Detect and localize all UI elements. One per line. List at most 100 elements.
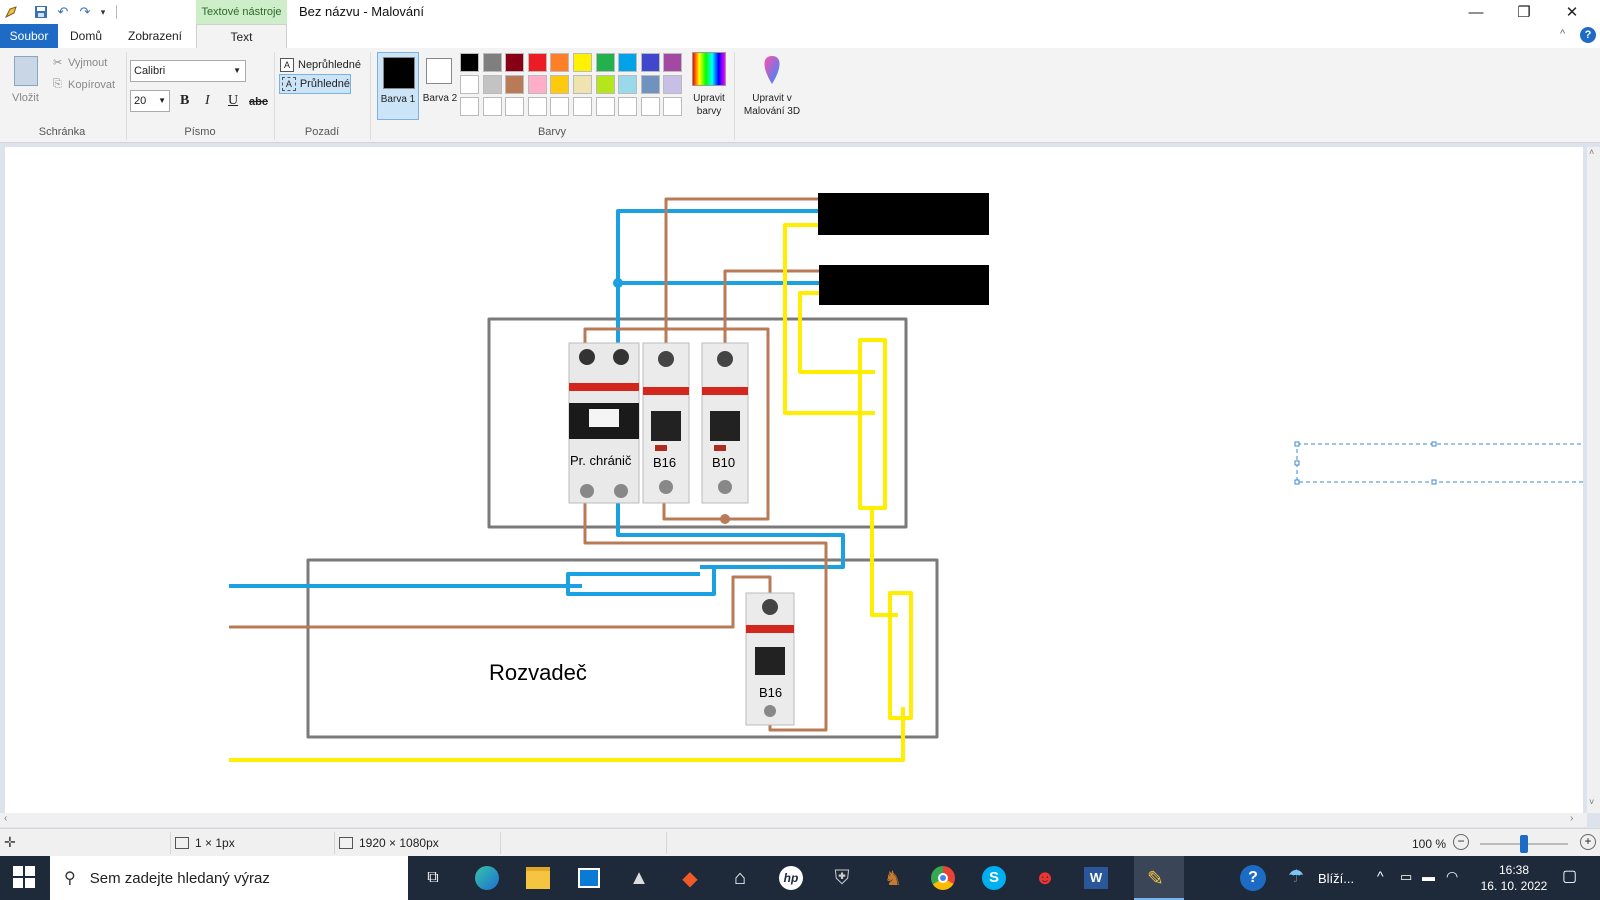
palette-swatch[interactable] xyxy=(640,75,660,94)
horizontal-scrollbar[interactable]: ‹ › xyxy=(0,813,1587,827)
start-button[interactable] xyxy=(13,866,37,890)
strikethrough-button[interactable]: abc xyxy=(249,96,268,108)
palette-swatch[interactable] xyxy=(505,53,525,72)
window-title: Bez názvu - Malování xyxy=(299,4,425,19)
palette-swatch[interactable] xyxy=(505,75,525,94)
cut-button[interactable]: Vyjmout xyxy=(68,57,108,69)
paint3d-button[interactable]: Upravit v Malování 3D xyxy=(743,93,801,117)
palette-swatch[interactable] xyxy=(573,97,592,116)
palette-swatch[interactable] xyxy=(482,75,502,94)
tray-chevron-icon[interactable]: ^ xyxy=(1377,868,1384,884)
opaque-button[interactable]: A Neprůhledné xyxy=(280,55,364,75)
file-explorer-icon[interactable] xyxy=(521,862,555,894)
palette-swatch[interactable] xyxy=(482,97,502,116)
customize-quick-access-icon[interactable]: ▾ xyxy=(100,6,106,17)
zoom-out-icon[interactable]: − xyxy=(1453,834,1469,850)
notifications-icon[interactable]: ▢ xyxy=(1562,868,1578,885)
restore-button[interactable]: ❐ xyxy=(1517,4,1531,21)
battery-icon[interactable]: ▬ xyxy=(1422,869,1435,884)
undo-icon[interactable]: ↶ xyxy=(57,4,69,19)
palette-swatch[interactable] xyxy=(595,97,615,116)
chrome-icon[interactable] xyxy=(926,862,960,894)
tab-view[interactable]: Zobrazení xyxy=(127,29,183,43)
store-icon[interactable] xyxy=(572,862,606,894)
palette-swatch[interactable] xyxy=(527,97,547,116)
scroll-left-icon[interactable]: ‹ xyxy=(4,813,8,824)
edit-colors-icon[interactable] xyxy=(692,52,726,86)
panel-box xyxy=(306,558,939,739)
tab-text[interactable]: Text xyxy=(196,24,287,49)
zoom-slider-thumb[interactable] xyxy=(1520,835,1528,853)
palette-swatch[interactable] xyxy=(550,97,570,116)
skype-icon[interactable]: S xyxy=(977,862,1011,894)
weather-text[interactable]: Blíží... xyxy=(1318,871,1355,886)
palette-swatch[interactable] xyxy=(618,97,638,116)
font-family-select[interactable]: Calibri ▼ xyxy=(130,60,246,82)
task-view-icon[interactable]: ⧉ xyxy=(427,869,439,886)
tab-file[interactable]: Soubor xyxy=(0,24,58,48)
palette-swatch[interactable] xyxy=(595,75,615,94)
palette-swatch[interactable] xyxy=(618,53,638,72)
font-size-select[interactable]: 20 ▼ xyxy=(130,90,170,112)
palette-swatch[interactable] xyxy=(573,53,592,72)
palette-swatch[interactable] xyxy=(640,97,660,116)
palette-swatch[interactable] xyxy=(460,53,479,72)
edge-icon[interactable] xyxy=(470,862,504,894)
app-red-icon[interactable]: ◆ xyxy=(682,867,698,890)
palette-swatch[interactable] xyxy=(505,97,525,116)
palette-swatch[interactable] xyxy=(618,75,638,94)
redo-icon[interactable]: ↷ xyxy=(79,4,91,19)
color2-button[interactable]: Barva 2 xyxy=(420,52,462,120)
palette-swatch[interactable] xyxy=(595,53,615,72)
minimize-button[interactable]: — xyxy=(1468,3,1484,21)
edit-colors-button[interactable]: Upravit barvy xyxy=(693,93,725,117)
meet-icon[interactable]: ▭ xyxy=(1400,869,1413,884)
home-icon[interactable]: ⌂ xyxy=(733,866,747,889)
app-shield-icon[interactable]: ⛨ xyxy=(834,866,850,889)
paint3d-icon[interactable] xyxy=(757,54,787,86)
scroll-up-icon[interactable]: ˄ xyxy=(1589,147,1595,157)
help-tray-icon[interactable]: ? xyxy=(1236,862,1270,894)
palette-swatch[interactable] xyxy=(573,75,592,94)
color1-button[interactable]: Barva 1 xyxy=(377,52,419,120)
text-selection-box[interactable] xyxy=(1294,441,1583,485)
wifi-icon[interactable]: ◠ xyxy=(1446,868,1459,884)
help-icon[interactable]: ? xyxy=(1580,27,1596,43)
drawing-canvas[interactable]: Pr. chránič B16 B10 B16 xyxy=(5,147,1583,813)
palette-swatch[interactable] xyxy=(550,53,570,72)
palette-swatch[interactable] xyxy=(527,53,547,72)
italic-button[interactable]: I xyxy=(205,93,210,108)
save-icon[interactable] xyxy=(32,3,50,21)
word-icon[interactable]: W xyxy=(1079,862,1113,894)
phase-wire-incoming xyxy=(229,575,772,629)
taskbar-search-box[interactable]: ⚲ Sem zadejte hledaný výraz xyxy=(50,856,408,900)
tab-home[interactable]: Domů xyxy=(69,29,102,43)
palette-swatch[interactable] xyxy=(663,53,683,72)
palette-swatch[interactable] xyxy=(527,75,547,94)
palette-swatch[interactable] xyxy=(640,53,660,72)
palette-swatch[interactable] xyxy=(550,75,570,94)
vertical-scrollbar[interactable]: ˄ ˅ xyxy=(1587,147,1600,813)
close-button[interactable]: ✕ xyxy=(1565,4,1579,21)
scroll-right-icon[interactable]: › xyxy=(1570,813,1574,824)
taskbar-clock[interactable]: 16:38 16. 10. 2022 xyxy=(1474,862,1554,894)
palette-swatch[interactable] xyxy=(482,53,502,72)
paste-button[interactable] xyxy=(12,54,40,94)
paint-app-icon[interactable] xyxy=(2,3,20,21)
transparent-button[interactable]: A Průhledné xyxy=(279,74,351,94)
copy-button[interactable]: Kopírovat xyxy=(68,79,116,91)
app-avatar-icon[interactable]: ☻ xyxy=(1034,866,1056,889)
underline-button[interactable]: U xyxy=(228,93,239,108)
scroll-down-icon[interactable]: ˅ xyxy=(1589,797,1595,807)
palette-swatch[interactable] xyxy=(663,97,683,116)
palette-swatch[interactable] xyxy=(663,75,683,94)
paint-taskbar-button[interactable]: ✎ xyxy=(1134,856,1184,900)
palette-swatch[interactable] xyxy=(460,97,479,116)
app-game-icon[interactable]: ♞ xyxy=(884,867,902,890)
bold-button[interactable]: B xyxy=(180,93,190,108)
hp-icon[interactable]: hp xyxy=(774,862,808,894)
palette-swatch[interactable] xyxy=(460,75,479,94)
app-triangle-icon[interactable]: ▲ xyxy=(629,866,649,889)
collapse-ribbon-icon[interactable]: ^ xyxy=(1560,28,1566,40)
zoom-in-icon[interactable]: + xyxy=(1580,834,1596,850)
